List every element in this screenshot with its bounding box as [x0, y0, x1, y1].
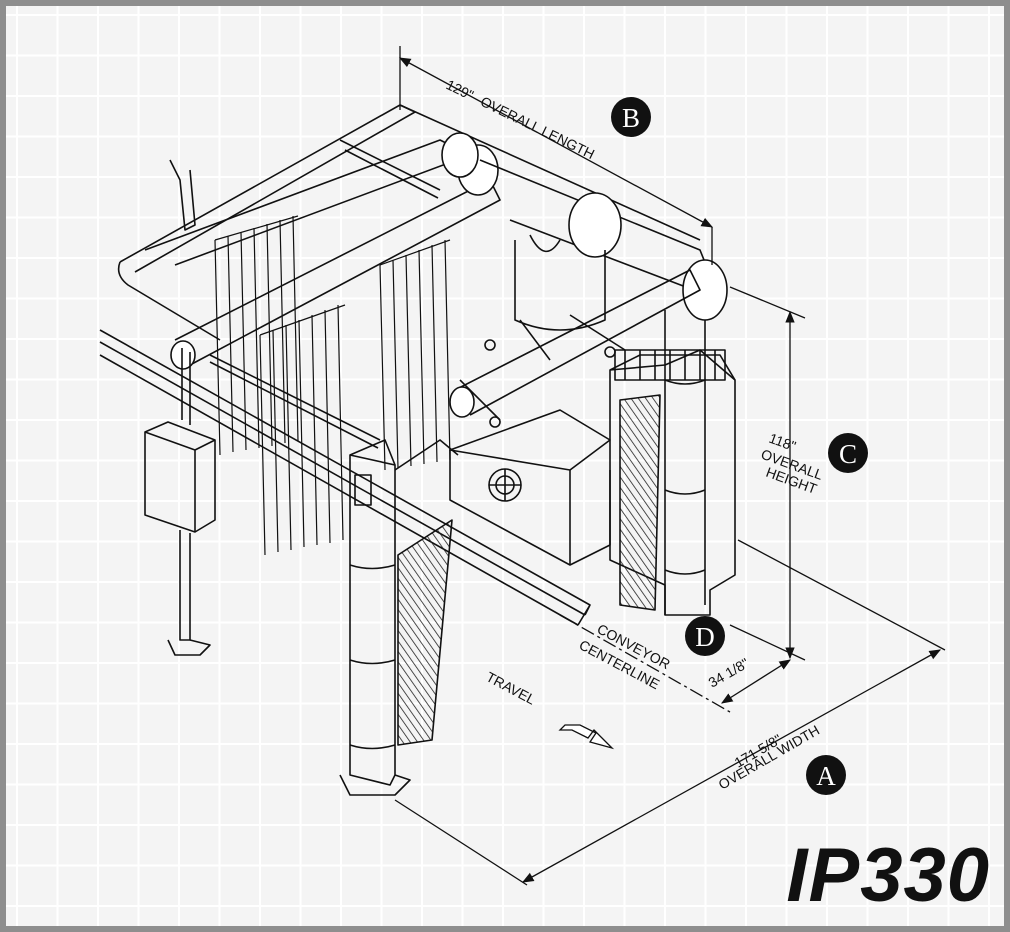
length-dimension-line	[398, 57, 714, 228]
length-label: OVERALL LENGTH	[478, 93, 597, 162]
left-front-tower	[339, 439, 459, 796]
right-dryer-tower	[609, 310, 736, 616]
conveyor-rails	[99, 329, 591, 626]
badge-d: D	[685, 616, 725, 656]
travel-label: TRAVEL	[484, 669, 539, 708]
width-extension-lines	[394, 539, 946, 886]
badge-c: C	[828, 433, 868, 473]
svg-text:B: B	[622, 103, 640, 133]
model-name: IP330	[786, 833, 990, 918]
svg-text:C: C	[839, 439, 857, 469]
travel-arrow	[558, 724, 615, 750]
svg-text:A: A	[816, 761, 836, 791]
svg-text:D: D	[695, 622, 715, 652]
offset-dimension-line	[721, 659, 791, 704]
length-extension-lines	[399, 46, 713, 265]
badge-b: B	[611, 97, 651, 137]
offset-value: 34 1/8"	[706, 655, 752, 691]
width-dimension-line	[521, 649, 942, 883]
conveyor-centerline	[559, 614, 731, 713]
length-value: 129"	[444, 76, 477, 103]
control-box	[144, 159, 216, 656]
badge-a: A	[806, 755, 846, 795]
curtain-strips	[214, 215, 451, 556]
